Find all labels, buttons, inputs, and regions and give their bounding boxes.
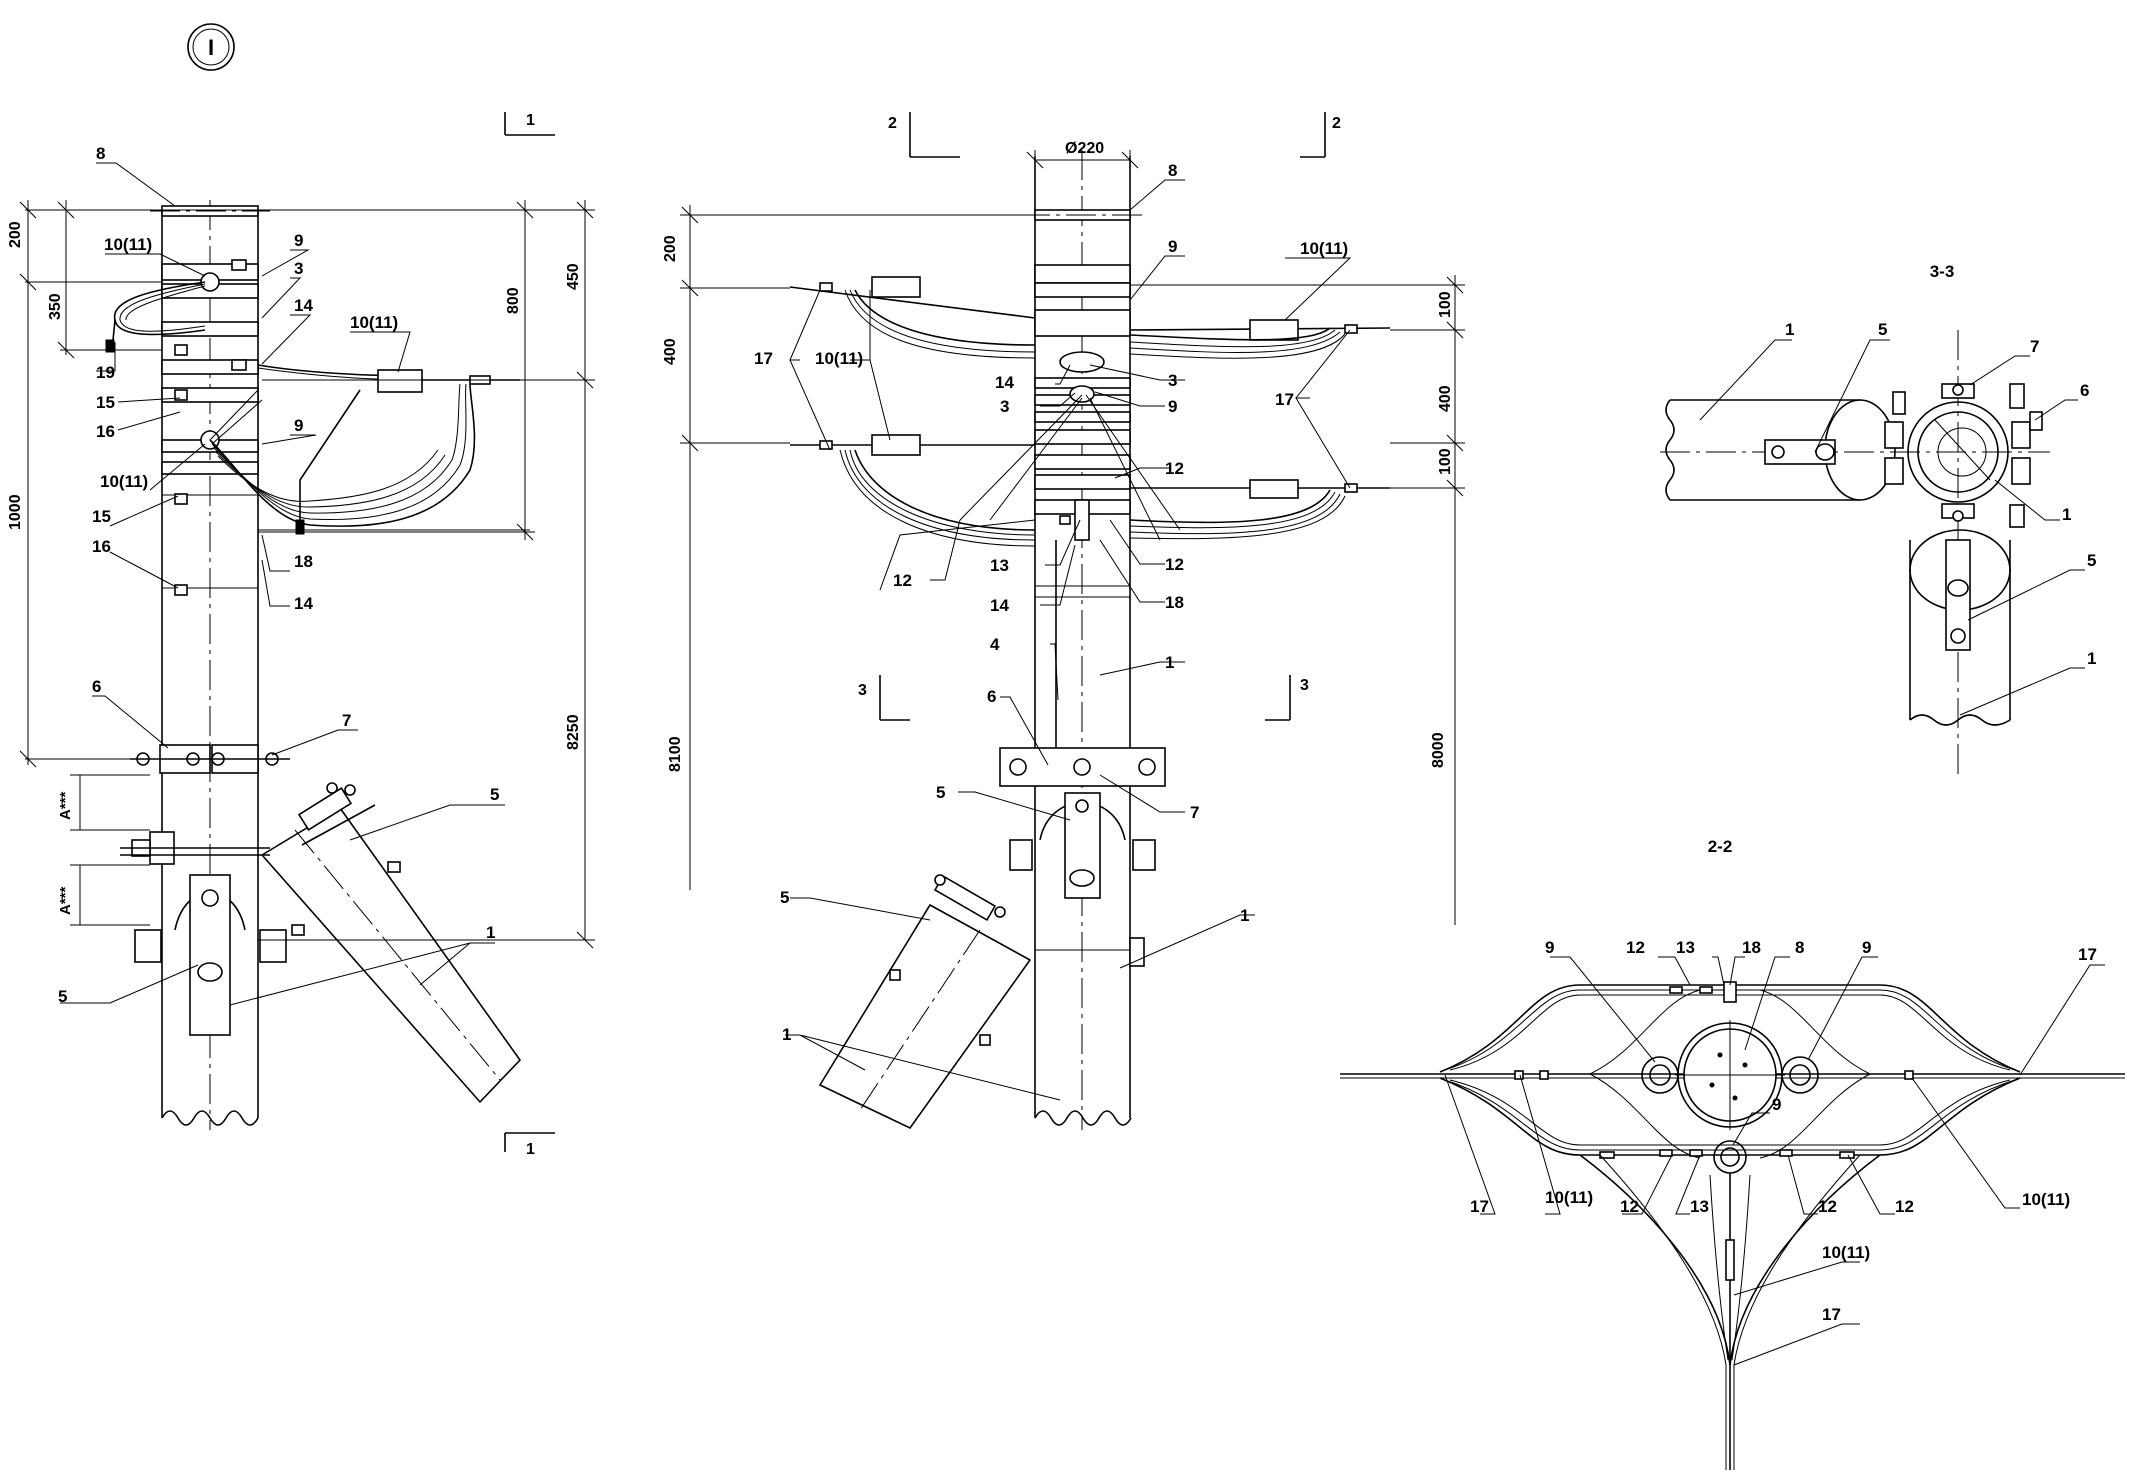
dim-350: 350 — [47, 293, 64, 320]
side-view: 2 2 3 3 Ø220 200 400 100 400 100 8100 80… — [662, 112, 1465, 1130]
side-label-18: 18 — [1165, 593, 1184, 612]
side-label-12-a: 12 — [1165, 459, 1184, 478]
side-label-9-b: 9 — [1168, 397, 1177, 416]
sheet-marker-text: I — [208, 35, 214, 60]
dim-side-100-a: 100 — [1437, 291, 1454, 318]
label-1: 1 — [486, 923, 495, 942]
s33-label-1-c: 1 — [2087, 649, 2096, 668]
label-8: 8 — [96, 144, 105, 163]
s33-label-1-a: 1 — [1785, 320, 1794, 339]
label-10-11-a: 10(11) — [104, 235, 152, 254]
side-label-12-c: 12 — [1165, 555, 1184, 574]
s22-label-17-a: 17 — [2078, 945, 2097, 964]
dim-side-100-b: 100 — [1437, 448, 1454, 475]
side-label-17-b: 17 — [1275, 390, 1294, 409]
label-16-b: 16 — [92, 537, 111, 556]
dim-200: 200 — [7, 221, 24, 248]
label-14-b: 14 — [294, 594, 313, 613]
section-2-2-title: 2-2 — [1708, 837, 1733, 856]
side-label-5-b: 5 — [780, 888, 789, 907]
label-16-a: 16 — [96, 422, 115, 441]
s22-label-10-11-c: 10(11) — [1822, 1243, 1870, 1262]
section-mark-2-right: 2 — [1332, 115, 1341, 132]
sheet-marker: I — [187, 23, 235, 71]
label-7: 7 — [342, 711, 351, 730]
dim-a-1: A*** — [57, 791, 74, 820]
side-label-7: 7 — [1190, 803, 1199, 822]
label-19: 19 — [96, 363, 115, 382]
s33-label-1-b: 1 — [2062, 505, 2071, 524]
s22-label-18: 18 — [1742, 938, 1761, 957]
label-6: 6 — [92, 677, 101, 696]
s22-label-9-b: 9 — [1862, 938, 1871, 957]
section-mark-1-top: 1 — [526, 112, 535, 129]
label-14-a: 14 — [294, 296, 313, 315]
side-label-8: 8 — [1168, 161, 1177, 180]
section-mark-3-right: 3 — [1300, 677, 1309, 694]
section-mark-2-left: 2 — [888, 115, 897, 132]
dim-8250: 8250 — [565, 714, 582, 750]
dim-1000: 1000 — [7, 494, 24, 530]
label-5-a: 5 — [490, 785, 499, 804]
label-5-b: 5 — [58, 987, 67, 1006]
side-label-3-b: 3 — [1000, 397, 1009, 416]
s22-label-10-11-a: 10(11) — [1545, 1188, 1593, 1207]
front-view: 1 1 200 350 800 450 1000 8250 A*** A*** — [7, 112, 595, 1158]
side-label-12-b: 12 — [893, 571, 912, 590]
dim-side-400-a: 400 — [662, 338, 679, 365]
s22-label-9-a: 9 — [1545, 938, 1554, 957]
dim-450: 450 — [565, 263, 582, 290]
s22-label-17-b: 17 — [1470, 1197, 1489, 1216]
dim-8100: 8100 — [667, 736, 684, 772]
label-9-a: 9 — [294, 231, 303, 250]
s22-label-12-b: 12 — [1620, 1197, 1639, 1216]
section-2-2: 2-2 — [1340, 837, 2125, 1470]
side-label-3-a: 3 — [1168, 371, 1177, 390]
side-label-10-11-a: 10(11) — [1300, 239, 1348, 258]
side-label-14-a: 14 — [995, 373, 1014, 392]
dim-side-400-b: 400 — [1437, 385, 1454, 412]
s33-label-5-b: 5 — [2087, 551, 2096, 570]
s22-label-17-c: 17 — [1822, 1305, 1841, 1324]
s22-label-12-a: 12 — [1626, 938, 1645, 957]
side-label-13: 13 — [990, 556, 1009, 575]
label-15-b: 15 — [92, 507, 111, 526]
label-9-b: 9 — [294, 416, 303, 435]
side-label-9-a: 9 — [1168, 237, 1177, 256]
dim-side-200: 200 — [662, 235, 679, 262]
side-label-1-c: 1 — [782, 1025, 791, 1044]
side-label-1-b: 1 — [1240, 906, 1249, 925]
side-label-5-a: 5 — [936, 783, 945, 802]
label-10-11-c: 10(11) — [100, 472, 148, 491]
label-18: 18 — [294, 552, 313, 571]
side-label-4: 4 — [990, 635, 1000, 654]
side-label-14-b: 14 — [990, 596, 1009, 615]
section-3-3-title: 3-3 — [1930, 262, 1955, 281]
dim-8000: 8000 — [1430, 732, 1447, 768]
dim-a-2: A*** — [57, 886, 74, 915]
dim-diameter: Ø220 — [1065, 140, 1104, 157]
s22-label-12-d: 12 — [1895, 1197, 1914, 1216]
s33-label-7: 7 — [2030, 337, 2039, 356]
label-15-a: 15 — [96, 393, 115, 412]
label-10-11-b: 10(11) — [350, 313, 398, 332]
side-label-1-a: 1 — [1165, 653, 1174, 672]
s33-label-5-a: 5 — [1878, 320, 1887, 339]
section-mark-3-left: 3 — [858, 682, 867, 699]
s22-label-9-c: 9 — [1772, 1095, 1781, 1114]
side-label-10-11-b: 10(11) — [815, 349, 863, 368]
section-3-3: 3-3 — [1660, 262, 2096, 780]
s22-label-13-b: 13 — [1690, 1197, 1709, 1216]
s33-label-6: 6 — [2080, 381, 2089, 400]
side-label-17-a: 17 — [754, 349, 773, 368]
s22-label-12-c: 12 — [1818, 1197, 1837, 1216]
label-3: 3 — [294, 259, 303, 278]
s22-label-10-11-b: 10(11) — [2022, 1190, 2070, 1209]
section-mark-1-bottom: 1 — [526, 1141, 535, 1158]
s22-label-13-a: 13 — [1676, 938, 1695, 957]
s22-label-8: 8 — [1795, 938, 1804, 957]
dim-800: 800 — [505, 287, 522, 314]
side-label-6: 6 — [987, 687, 996, 706]
